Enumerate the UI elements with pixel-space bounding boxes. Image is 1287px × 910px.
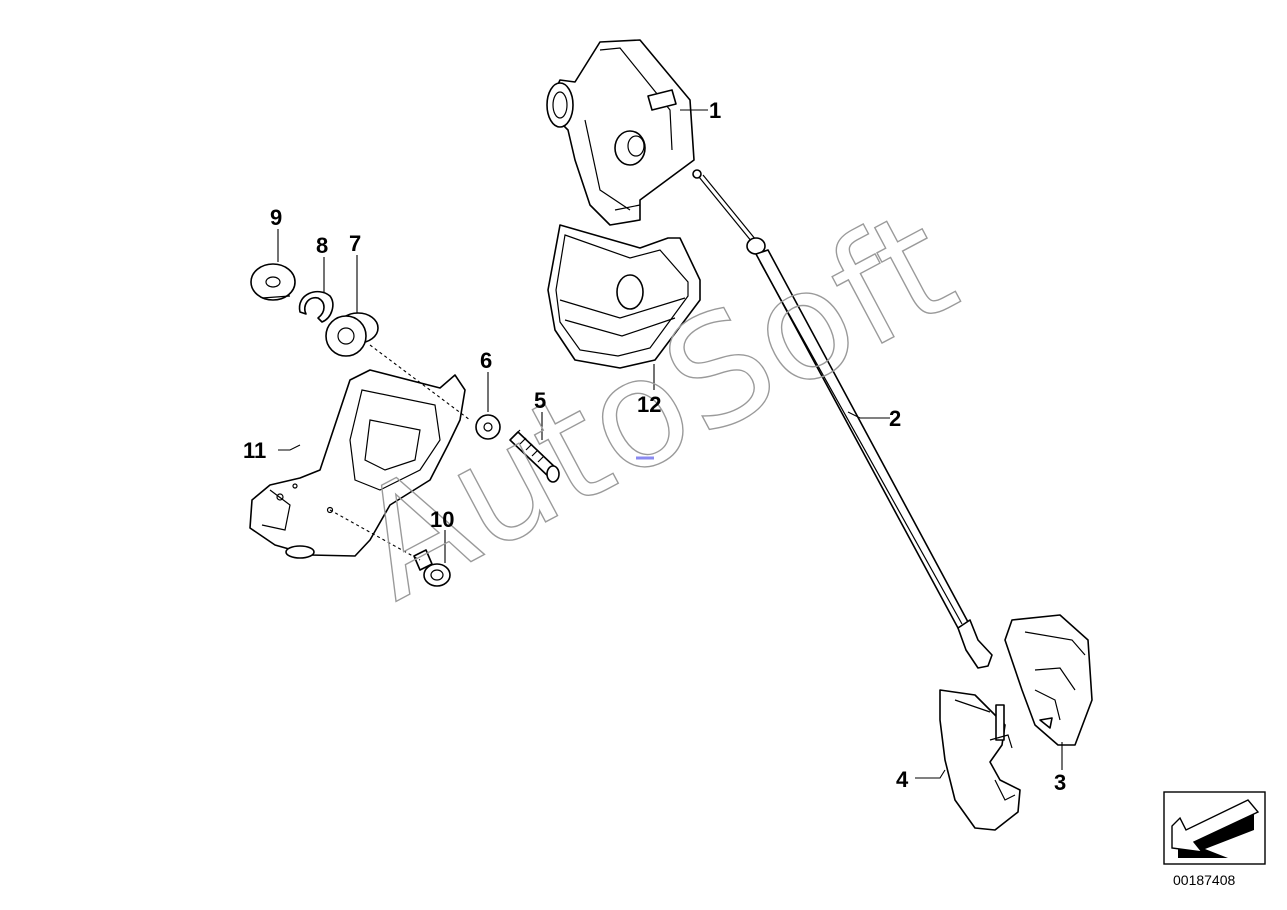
callout-12: 12 (637, 392, 661, 417)
part-number: 00187408 (1173, 872, 1236, 888)
part-8-ring (298, 290, 334, 323)
part-10-screw (413, 549, 451, 587)
callout-4: 4 (896, 767, 909, 792)
callout-7: 7 (349, 231, 361, 256)
callout-labels: 1 2 3 4 5 6 7 8 9 10 11 12 (243, 98, 1066, 795)
part-6-washer (475, 414, 501, 440)
part-7-grommet (325, 312, 379, 357)
direction-arrow-icon (1163, 791, 1266, 865)
leader-lines (277, 109, 1063, 779)
part-11-bracket (249, 369, 466, 559)
callout-6: 6 (480, 348, 492, 373)
part-3-cover (1004, 614, 1093, 746)
callout-8: 8 (316, 233, 328, 258)
callout-3: 3 (1054, 770, 1066, 795)
part-9-washer (250, 263, 296, 301)
part-12-gasket (547, 224, 701, 369)
callout-2: 2 (889, 406, 901, 431)
callout-5: 5 (534, 388, 546, 413)
part-1-housing (546, 39, 695, 226)
alignment-lines (329, 344, 471, 561)
part-5-bolt (509, 429, 560, 483)
callout-1: 1 (709, 98, 721, 123)
part-4-cover (939, 689, 1021, 831)
part-2-cable (692, 169, 993, 669)
callout-11: 11 (243, 438, 266, 463)
callout-10: 10 (430, 507, 454, 532)
callout-9: 9 (270, 205, 282, 230)
